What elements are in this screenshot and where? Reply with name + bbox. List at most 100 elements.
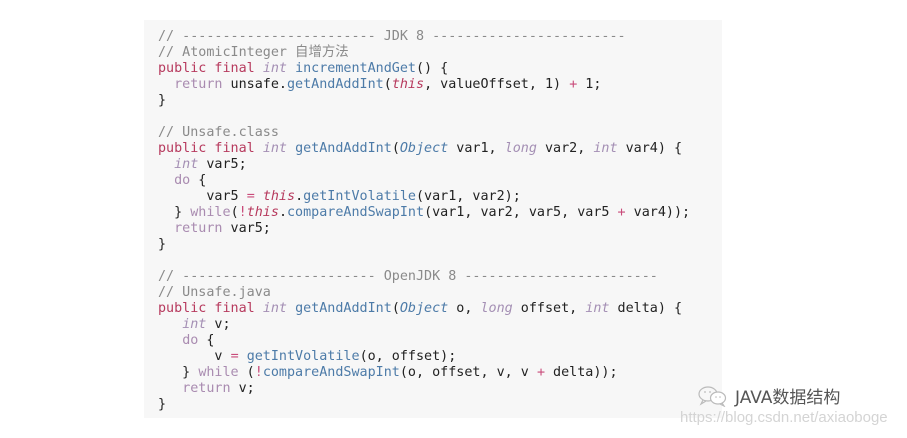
- code-token: [158, 317, 182, 332]
- code-token: long: [504, 141, 537, 156]
- code-line: v = getIntVolatile(o, offset);: [158, 349, 690, 365]
- code-token: var5;: [198, 157, 247, 172]
- code-token: public final: [158, 301, 263, 316]
- code-token: }: [158, 93, 167, 108]
- code-line: // ------------------------ JDK 8 ------…: [158, 29, 690, 45]
- code-token: [158, 381, 182, 396]
- code-line: // Unsafe.java: [158, 285, 690, 301]
- code-token: var5;: [222, 221, 271, 236]
- code-token: return: [174, 77, 223, 92]
- wechat-icon: [698, 385, 727, 407]
- code-token: [158, 333, 182, 348]
- code-token: }: [158, 397, 167, 412]
- code-token: unsafe.: [222, 77, 287, 92]
- code-token: while: [190, 205, 231, 220]
- code-token: do: [182, 333, 199, 348]
- code-line: [158, 109, 690, 125]
- code-line: int var5;: [158, 157, 690, 173]
- code-token: int: [182, 317, 207, 332]
- code-token: getIntVolatile: [246, 349, 360, 364]
- code-token: }: [158, 365, 199, 380]
- code-token: !: [238, 205, 247, 220]
- code-token: +: [569, 77, 578, 92]
- code-line: public final int incrementAndGet() {: [158, 61, 690, 77]
- code-token: (o, offset, v, v: [399, 365, 537, 380]
- code-token: this: [391, 77, 425, 92]
- code-token: this: [262, 189, 296, 204]
- code-token: delta));: [545, 365, 618, 380]
- code-token: public final: [158, 141, 263, 156]
- code-line: return v;: [158, 381, 690, 397]
- code-line: }: [158, 237, 690, 253]
- code-token: , valueOffset, 1): [424, 77, 570, 92]
- code-token: (var1, var2);: [416, 189, 521, 204]
- code-token: getAndAddInt: [295, 141, 392, 156]
- code-token: (: [230, 205, 239, 220]
- code-line: }: [158, 93, 690, 109]
- code-token: int: [262, 301, 287, 316]
- code-token: (: [391, 301, 400, 316]
- code-token: public final: [158, 61, 263, 76]
- code-token: var1,: [448, 141, 505, 156]
- code-token: long: [480, 301, 513, 316]
- code-token: .: [278, 205, 287, 220]
- code-token: !: [254, 365, 263, 380]
- code-token: return: [174, 221, 223, 236]
- code-token: {: [190, 173, 207, 188]
- code-line: } while (!compareAndSwapInt(o, offset, v…: [158, 365, 690, 381]
- code-token: (: [383, 77, 392, 92]
- code-line: // ------------------------ OpenJDK 8 --…: [158, 269, 690, 285]
- code-token: [158, 157, 174, 172]
- code-token: this: [246, 205, 279, 220]
- code-token: incrementAndGet: [295, 61, 416, 76]
- code-token: int: [585, 301, 610, 316]
- code-token: (: [238, 365, 255, 380]
- code-token: var2,: [536, 141, 594, 156]
- code-token: // AtomicInteger 自增方法: [158, 45, 349, 60]
- watermark: JAVA数据结构: [697, 383, 840, 408]
- code-token: [158, 221, 174, 236]
- code-token: // Unsafe.java: [158, 285, 271, 300]
- code-token: () {: [416, 61, 449, 76]
- code-token: }: [158, 205, 191, 220]
- code-token: +: [536, 365, 545, 380]
- code-token: do: [174, 173, 191, 188]
- code-line: [158, 253, 690, 269]
- code-token: =: [246, 189, 255, 204]
- code-token: (o, offset);: [359, 349, 457, 364]
- code-token: .: [295, 189, 304, 204]
- code-token: v;: [230, 381, 255, 396]
- code-token: int: [262, 61, 287, 76]
- code-token: getIntVolatile: [303, 189, 416, 204]
- watermark-label: JAVA数据结构: [735, 388, 841, 408]
- code-token: [287, 61, 295, 76]
- code-token: int: [174, 157, 199, 172]
- code-line: do {: [158, 333, 690, 349]
- code-token: delta) {: [609, 301, 683, 316]
- code-token: (: [391, 141, 400, 156]
- code-line: } while(!this.compareAndSwapInt(var1, va…: [158, 205, 690, 221]
- code-token: v;: [206, 317, 231, 332]
- code-token: int: [593, 141, 618, 156]
- code-line: // AtomicInteger 自增方法: [158, 45, 690, 61]
- code-line: return unsafe.getAndAddInt(this, valueOf…: [158, 77, 690, 93]
- code-line: // Unsafe.class: [158, 125, 690, 141]
- watermark-url: https://blog.csdn.net/axiaoboge: [680, 409, 888, 426]
- code-line: var5 = this.getIntVolatile(var1, var2);: [158, 189, 690, 205]
- code-token: Object: [399, 141, 449, 156]
- code-token: v: [158, 349, 231, 364]
- code-line: public final int getAndAddInt(Object var…: [158, 141, 690, 157]
- code-token: // ------------------------ JDK 8 ------…: [158, 29, 626, 44]
- code-token: // Unsafe.class: [158, 125, 279, 140]
- code-token: =: [230, 349, 239, 364]
- code-token: compareAndSwapInt: [287, 205, 425, 220]
- code-token: getAndAddInt: [295, 301, 392, 316]
- code-token: {: [198, 333, 215, 348]
- code-line: return var5;: [158, 221, 690, 237]
- code-line: public final int getAndAddInt(Object o, …: [158, 301, 690, 317]
- code-token: // ------------------------ OpenJDK 8 --…: [158, 269, 658, 284]
- code-token: return: [182, 381, 231, 396]
- code-token: while: [198, 365, 239, 380]
- code-line: }: [158, 397, 690, 413]
- code-token: [158, 77, 174, 92]
